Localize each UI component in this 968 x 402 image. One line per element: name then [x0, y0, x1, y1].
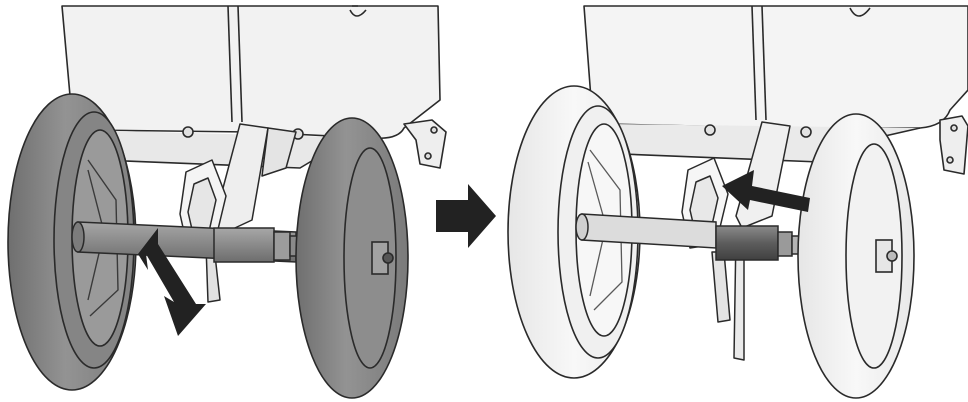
panel-before — [7, 5, 447, 399]
right-arrow-icon — [436, 184, 496, 248]
cart-frame — [61, 5, 447, 169]
double-arrow-icon — [138, 228, 206, 336]
axle-before — [71, 221, 301, 263]
panel-after — [507, 5, 968, 399]
wheel-right-dark — [295, 117, 409, 399]
wheel-right-light — [797, 113, 915, 399]
left-arrow-icon — [722, 170, 810, 212]
